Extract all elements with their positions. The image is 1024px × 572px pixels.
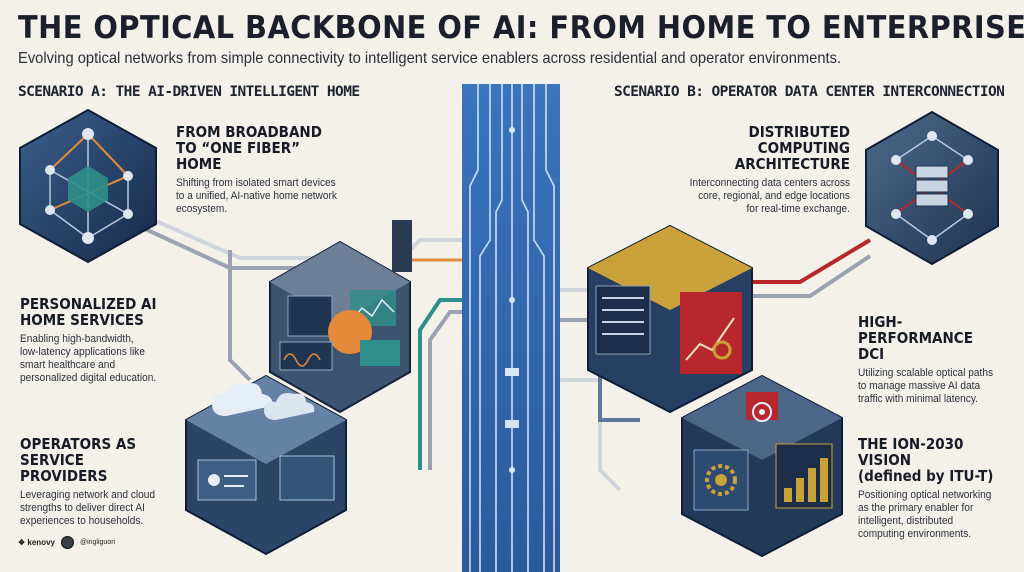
block-personalized-ai: PERSONALIZED AI HOME SERVICES Enabling h…	[20, 296, 190, 385]
avatar	[60, 536, 74, 549]
block-heading: OPERATORS AS SERVICE PROVIDERS	[20, 435, 137, 485]
page-title: THE OPTICAL BACKBONE OF AI: FROM HOME TO…	[18, 10, 1024, 46]
block-operators-service: OPERATORS AS SERVICE PROVIDERS Leveragin…	[20, 436, 190, 528]
chart-icon	[587, 224, 753, 414]
network-hexagon-icon	[19, 108, 157, 264]
page-subtitle: Evolving optical networks from simple co…	[18, 50, 842, 67]
gear-icon	[705, 464, 737, 496]
block-body: Utilizing scalable optical paths to mana…	[858, 367, 994, 405]
block-body: Interconnecting data centers across core…	[689, 177, 850, 215]
block-heading: HIGH-PERFORMANCE DCI	[858, 313, 973, 363]
server-stack-icon	[865, 110, 999, 266]
block-heading: DISTRIBUTED COMPUTING ARCHITECTURE	[734, 123, 850, 173]
footer-credits: ❖ kenovy @ingliguori	[18, 536, 115, 549]
block-body: Enabling high-bandwidth, low-latency app…	[20, 333, 157, 384]
block-heading: THE ION-2030 VISION (defined by ITU-T)	[858, 435, 994, 485]
scenario-a-label: SCENARIO A: THE AI-DRIVEN INTELLIGENT HO…	[18, 84, 360, 100]
block-body: Shifting from isolated smart devices to …	[176, 177, 337, 215]
left-fiber-lines	[129, 212, 462, 470]
block-high-performance-dci: HIGH-PERFORMANCE DCI Utilizing scalable …	[858, 314, 1018, 406]
block-ion-2030-vision: THE ION-2030 VISION (defined by ITU-T) P…	[858, 436, 1018, 541]
brand-logo: ❖ kenovy	[18, 538, 55, 547]
optical-backbone	[462, 84, 560, 572]
scenario-b-label: SCENARIO B: OPERATOR DATA CENTER INTERCO…	[614, 84, 1005, 100]
target-icon	[681, 374, 843, 558]
block-body: Leveraging network and cloud strengths t…	[20, 489, 156, 527]
block-heading: PERSONALIZED AI HOME SERVICES	[20, 295, 157, 329]
cloud-icon	[185, 374, 347, 556]
block-one-fiber-home: FROM BROADBAND TO “ONE FIBER” HOME Shift…	[176, 124, 356, 216]
author-handle[interactable]: @ingliguori	[79, 539, 116, 546]
block-distributed-computing: DISTRIBUTED COMPUTING ARCHITECTURE Inter…	[662, 124, 850, 216]
home-building-icon	[269, 220, 412, 414]
block-heading: FROM BROADBAND TO “ONE FIBER” HOME	[176, 123, 322, 173]
block-body: Positioning optical networking as the pr…	[858, 489, 992, 540]
